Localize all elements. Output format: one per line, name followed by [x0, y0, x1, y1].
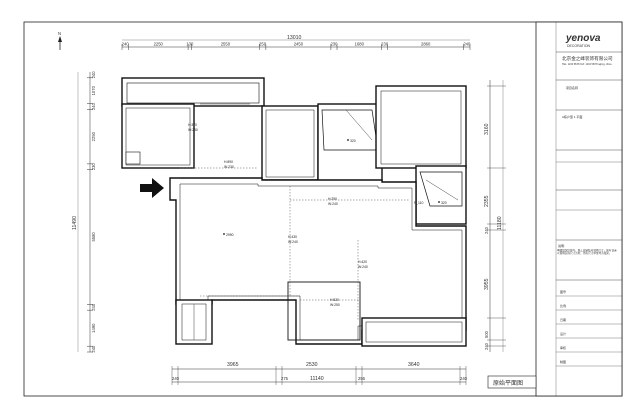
- top-seg-dim: 130: [186, 42, 194, 47]
- title-field-label: 设计: [560, 331, 566, 336]
- top-seg-dim: 230: [381, 42, 389, 47]
- right-dim-1: 3160: [484, 123, 490, 135]
- left-seg-dim: 2250: [91, 131, 96, 141]
- left-seg-dim: 1490: [91, 323, 96, 333]
- title-field-label: 日期: [560, 317, 566, 322]
- north-arrow-icon: N: [58, 31, 62, 50]
- right-dim-2: 2355: [484, 195, 490, 207]
- bottom-low-4: 240: [460, 376, 468, 381]
- room1-h: H:370: [188, 123, 197, 127]
- bottom-w: W:250: [330, 303, 340, 307]
- left-seg-dim: 230: [91, 163, 96, 171]
- right-dim-4: 3955: [484, 278, 490, 290]
- bottom-low-1: 240: [172, 376, 180, 381]
- title-field-label: 审核: [560, 345, 566, 350]
- left-seg-dim: 1070: [91, 85, 96, 95]
- bottom-low-2: 275: [281, 376, 289, 381]
- bottom-dim-1: 3965: [227, 362, 239, 368]
- right-dim-3: 240: [484, 226, 489, 234]
- left-seg-dim: 240: [91, 71, 96, 79]
- dining-h: H:420: [358, 260, 367, 264]
- company-name: 北京金之峰装饰有限公司: [562, 55, 613, 62]
- entrance-arrow-icon: [140, 178, 164, 198]
- notes-title: 说明:: [558, 243, 565, 248]
- drawing-label: A栋户型 1 平面: [562, 114, 582, 119]
- left-seg-dim: 5580: [91, 232, 96, 242]
- top-seg-dim: 250: [259, 42, 267, 47]
- top-seg-dim: 1680: [355, 42, 365, 47]
- mark-1: F_110: [414, 201, 423, 205]
- hall-h: H:290: [328, 197, 337, 201]
- top-total-dim: 13010: [287, 35, 302, 41]
- logo-sub: DECORATION: [567, 44, 591, 48]
- living-w: W:240: [288, 240, 298, 244]
- bottom-dim-2: 2530: [306, 362, 318, 368]
- top-seg-dim: 2450: [294, 42, 304, 47]
- left-dimension: 11490 240 1070 240 2250 230 5580 240 1490 240: [72, 71, 96, 353]
- sheet-title: 原始平面图: [493, 379, 523, 387]
- project-label: 项目名称: [566, 85, 578, 90]
- hall-w: W:240: [328, 202, 338, 206]
- door-h: H:890: [224, 160, 233, 164]
- left-seg-dim: 240: [91, 102, 96, 110]
- bottom-total-dim: 11140: [310, 376, 324, 382]
- company-contact: TEL: 1234 5678 FAX: 1234 5678 beijing, c…: [562, 63, 612, 66]
- title-block: yenova DECORATION 北京金之峰装饰有限公司 TEL: 1234 …: [487, 21, 623, 397]
- left-total-dim: 11490: [72, 216, 78, 230]
- room-labels: H:370 W:230 H:890 W:230 H:290 W:240 H:43…: [188, 123, 447, 307]
- right-dim-5: 500: [484, 330, 489, 338]
- bottom-h: H:520: [330, 298, 339, 302]
- bottom-dimension: 3965 2530 3640 11140 240 275 256 240: [171, 362, 468, 385]
- room-bottom-middle: [287, 281, 361, 341]
- right-dim-total: 11180: [497, 216, 503, 230]
- top-seg-dim: 2250: [154, 42, 164, 47]
- notes-box: 本图纸仅供参考，施工前请核对现场尺寸，如有误差以现场实际尺寸为准，所有尺寸单位均…: [557, 249, 617, 256]
- top-dimension: 13010 240 2250 130 2550 250 2450 230 1680 230 286…: [122, 35, 471, 50]
- room1-w: W:230: [188, 128, 198, 132]
- title-field-label: 制图: [560, 359, 566, 364]
- top-seg-dim: 2550: [221, 42, 231, 47]
- notes-text: 本图纸仅供参考，施工前请核对现场尺寸，如有误差以现场实际尺寸为准，所有尺寸单位均…: [557, 249, 617, 256]
- spot-3: 2990: [226, 233, 234, 237]
- top-seg-dim: 240: [463, 42, 471, 47]
- dining-w: W:240: [358, 265, 368, 269]
- fixture-box: [125, 151, 141, 165]
- top-seg-dim: 240: [122, 42, 130, 47]
- right-dimension: 3160 2355 240 11180 3955 500 240: [484, 80, 506, 352]
- living-h: H:430: [288, 235, 297, 239]
- title-field-label: 比例: [560, 303, 566, 308]
- door-w: W:230: [224, 165, 234, 169]
- top-seg-dim: 230: [330, 42, 338, 47]
- top-seg-dim: 2860: [421, 42, 431, 47]
- spot-1: 320: [350, 139, 356, 143]
- spot-2: 320: [441, 201, 447, 205]
- bottom-dim-3: 3640: [408, 362, 420, 368]
- logo-text: yenova: [565, 33, 601, 44]
- floor-plan: [121, 77, 467, 347]
- title-field-label: 图号: [560, 289, 566, 294]
- north-label: N: [58, 31, 61, 36]
- left-seg-dim: 240: [91, 303, 96, 311]
- right-dim-6: 240: [484, 342, 489, 350]
- left-seg-dim: 240: [91, 345, 96, 353]
